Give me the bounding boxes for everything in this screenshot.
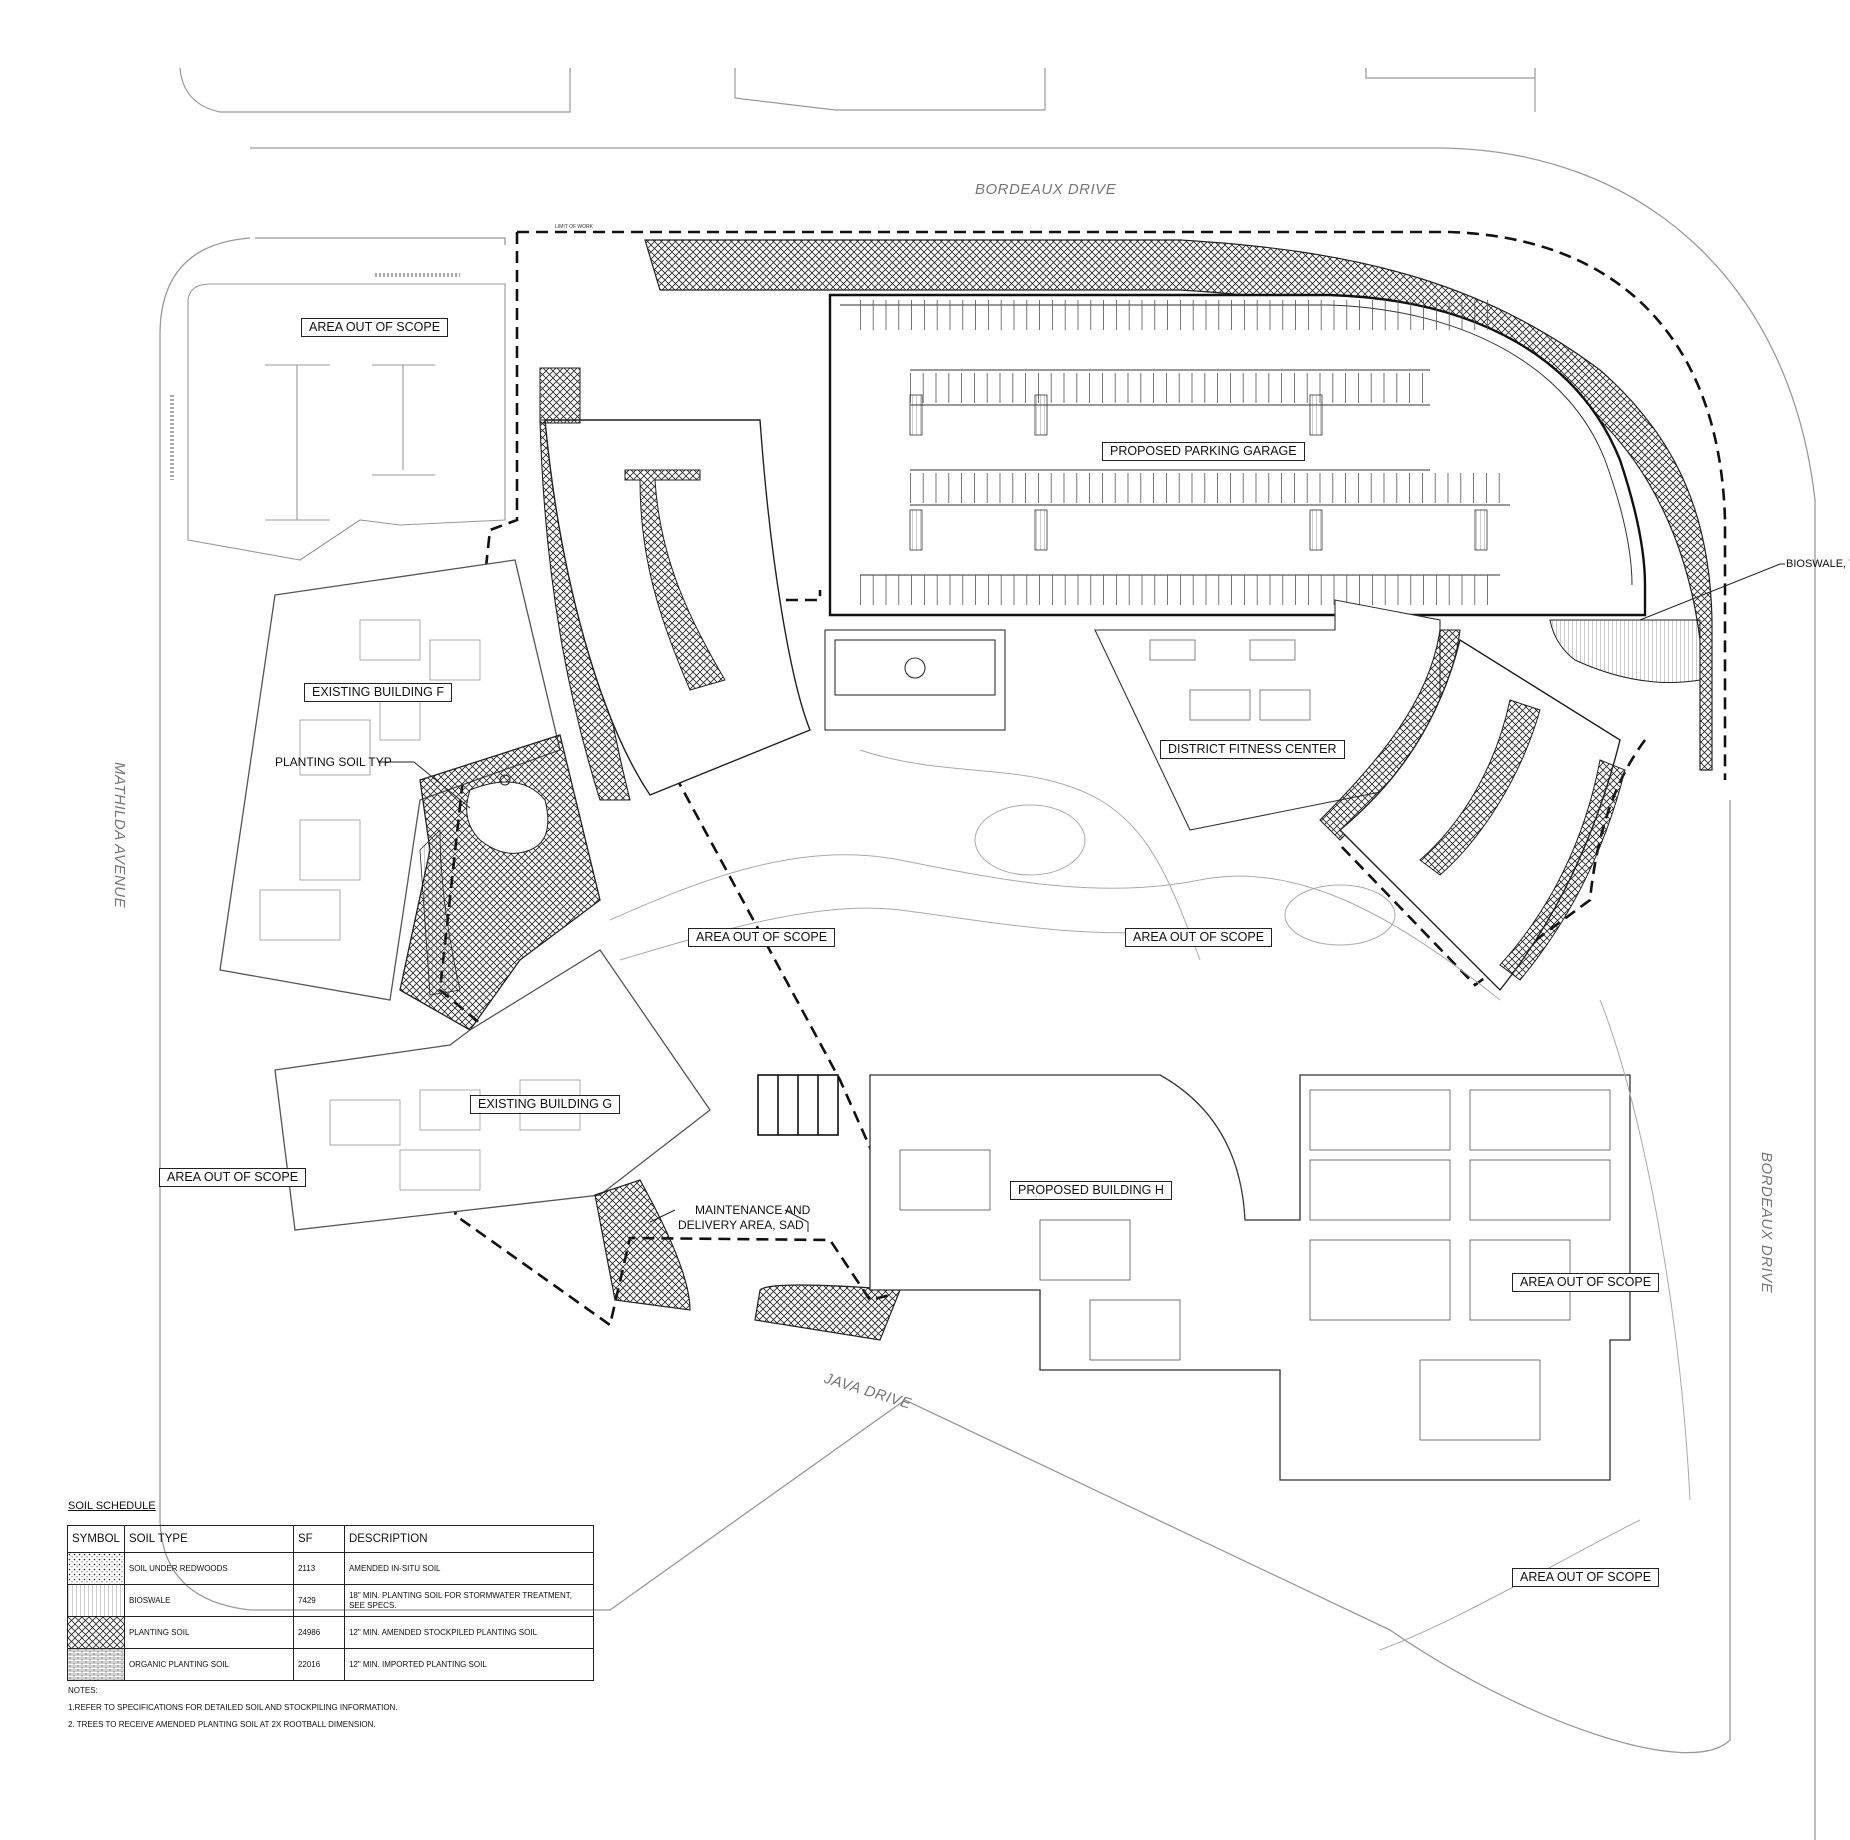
existing-building-f [219,559,561,1001]
existing-building-g [274,949,711,1231]
proposed-building-h [869,1074,1631,1481]
east-bioswale-pocket [1549,619,1701,683]
bike-racks [757,1074,839,1136]
soil-sf-cell: 7429 [292,1584,345,1617]
north-context-buildings [179,67,1536,113]
limit-of-work-boundary [438,230,1727,1328]
label-bioswale-callout: BIOSWALE, T [1786,558,1850,570]
symbol-brick-swatch [67,1648,125,1681]
soil-row-planting: PLANTING SOIL 24986 12" MIN. AMENDED STO… [67,1616,594,1649]
central-planting-courtyard [399,734,601,1031]
east-curved-buildings [1319,629,1626,992]
header-soil-type: SOIL TYPE [123,1525,294,1553]
soil-schedule-title: SOIL SCHEDULE [68,1500,156,1512]
header-sf: SF [292,1525,345,1553]
soil-type-cell: PLANTING SOIL [123,1616,294,1649]
soil-type-cell: ORGANIC PLANTING SOIL [123,1648,294,1681]
planting-soil-leader-line [378,761,471,809]
soil-type-cell: BIOSWALE [123,1584,294,1617]
west-curved-bar-buildings [539,367,811,801]
maintenance-planters [594,1179,901,1341]
soil-schedule-notes: NOTES: 1.REFER TO SPECIFICATIONS FOR DET… [68,1682,398,1733]
west-parking-lot [170,273,506,561]
soil-sf-cell: 24986 [292,1616,345,1649]
street-label-east: BORDEAUX DRIVE [1758,1152,1775,1294]
header-description: DESCRIPTION [343,1525,594,1553]
street-label-west: MATHILDA AVENUE [111,762,128,909]
label-existing-building-f: EXISTING BUILDING F [304,683,452,702]
street-label-north: BORDEAUX DRIVE [975,181,1117,198]
fitness-center [1094,599,1441,831]
soil-description-cell: 18" MIN. PLANTING SOIL FOR STORMWATER TR… [343,1584,594,1617]
label-proposed-building-h: PROPOSED BUILDING H [1010,1181,1172,1200]
notes-title: NOTES: [68,1686,98,1695]
court-area [824,629,1006,731]
label-district-fitness-center: DISTRICT FITNESS CENTER [1160,740,1345,759]
label-maintenance-line2: DELIVERY AREA, SAD [678,1218,804,1232]
soil-type-cell: SOIL UNDER REDWOODS [123,1552,294,1585]
soil-sf-cell: 22016 [292,1648,345,1681]
label-maintenance-line1: MAINTENANCE AND [695,1203,811,1217]
symbol-cross-swatch [67,1616,125,1649]
soil-sf-cell: 2113 [292,1552,345,1585]
label-limit-of-work: LIMIT OF WORK [555,224,593,230]
label-existing-building-g: EXISTING BUILDING G [470,1095,621,1114]
label-area-out-of-scope-east: AREA OUT OF SCOPE [1512,1273,1660,1292]
label-proposed-parking-garage: PROPOSED PARKING GARAGE [1102,442,1305,461]
symbol-lines-swatch [67,1584,125,1617]
label-area-out-of-scope-west: AREA OUT OF SCOPE [159,1168,307,1187]
label-area-out-of-scope-nw: AREA OUT OF SCOPE [301,318,449,337]
header-symbol: SYMBOL [67,1525,125,1553]
soil-row-redwoods: SOIL UNDER REDWOODS 2113 AMENDED IN-SITU… [67,1552,594,1585]
label-area-out-of-scope-se: AREA OUT OF SCOPE [1512,1568,1660,1587]
label-planting-soil-typ: PLANTING SOIL TYP [275,755,392,769]
label-area-out-of-scope-center: AREA OUT OF SCOPE [688,928,836,947]
note-2: 2. TREES TO RECEIVE AMENDED PLANTING SOI… [68,1720,376,1729]
label-area-out-of-scope-center-east: AREA OUT OF SCOPE [1125,928,1273,947]
bioswale-leader-line [1639,563,1785,621]
soil-row-bioswale: BIOSWALE 7429 18" MIN. PLANTING SOIL FOR… [67,1584,594,1617]
maintenance-callout-arrows [649,1209,809,1232]
soil-row-organic: ORGANIC PLANTING SOIL 22016 12" MIN. IMP… [67,1648,594,1681]
soil-description-cell: 12" MIN. IMPORTED PLANTING SOIL [343,1648,594,1681]
symbol-dots-swatch [67,1552,125,1585]
soil-schedule-table: SYMBOL SOIL TYPE SF DESCRIPTION SOIL UND… [67,1525,594,1681]
soil-schedule-header-row: SYMBOL SOIL TYPE SF DESCRIPTION [67,1525,594,1553]
soil-description-cell: 12" MIN. AMENDED STOCKPILED PLANTING SOI… [343,1616,594,1649]
note-1: 1.REFER TO SPECIFICATIONS FOR DETAILED S… [68,1703,398,1712]
soil-description-cell: AMENDED IN-SITU SOIL [343,1552,594,1585]
